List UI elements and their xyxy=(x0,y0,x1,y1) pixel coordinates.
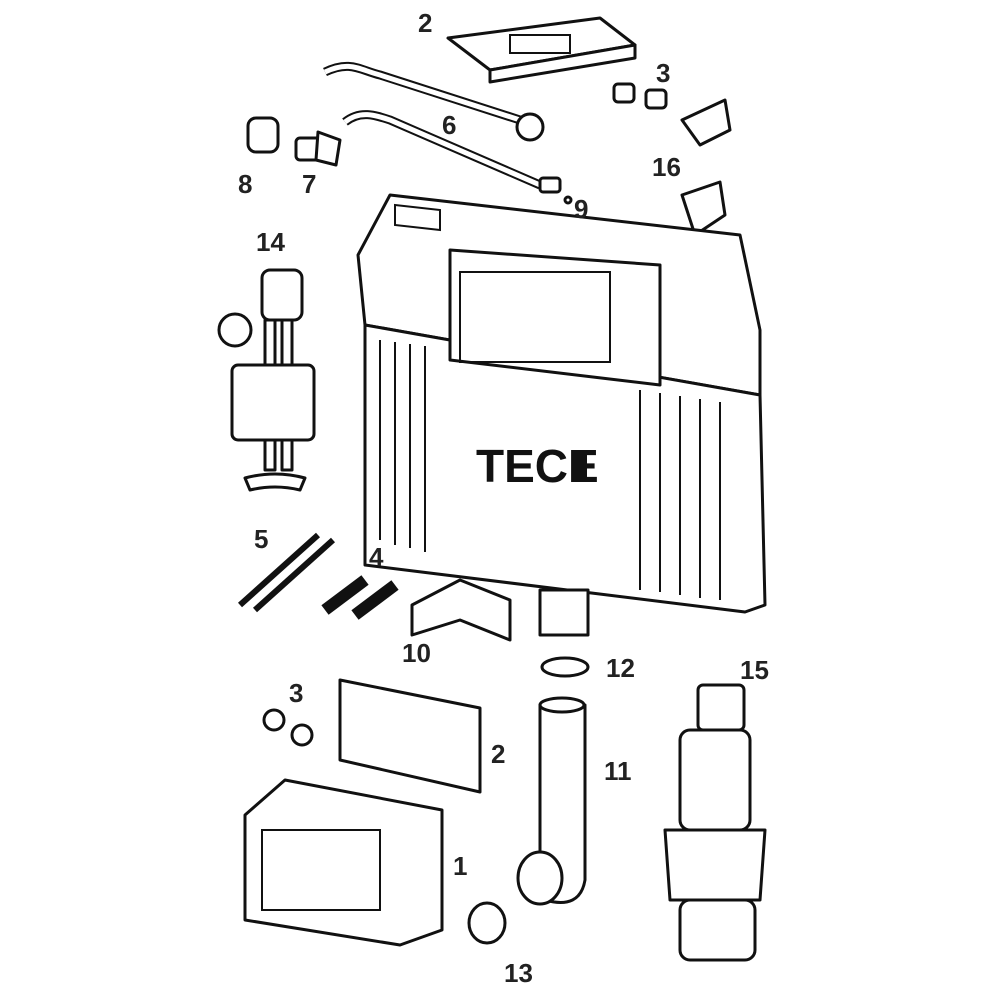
part-8 xyxy=(246,116,280,154)
callout-15: 15 xyxy=(740,655,769,685)
callout-8: 8 xyxy=(238,169,252,199)
callout-14: 14 xyxy=(256,227,285,257)
callout-5: 5 xyxy=(254,524,268,554)
callout-16: 16 xyxy=(652,152,681,182)
cistern: TECE xyxy=(356,193,767,637)
part-7 xyxy=(294,130,342,167)
callout-9: 9 xyxy=(574,194,588,224)
clips-bottom xyxy=(262,708,314,747)
callout-11: 11 xyxy=(604,756,632,786)
seal-12 xyxy=(540,656,590,678)
callout-3-bottom: 3 xyxy=(289,678,303,708)
callout-13: 13 xyxy=(504,958,533,988)
flush-pipe-11 xyxy=(516,696,587,906)
fill-valve-14 xyxy=(217,268,316,492)
callout-10: 10 xyxy=(402,638,431,668)
mounting-plate-bottom xyxy=(338,678,482,794)
flush-valve-15 xyxy=(663,683,767,962)
hoses xyxy=(323,61,573,205)
callout-labels: 2 3 6 16 8 7 9 14 5 4 10 12 15 3 2 11 1 … xyxy=(238,8,769,988)
callout-6: 6 xyxy=(442,110,456,140)
rods-5 xyxy=(237,532,336,613)
callout-1: 1 xyxy=(453,851,467,881)
plugs-4 xyxy=(321,575,399,620)
seal-13 xyxy=(467,901,507,945)
callout-12: 12 xyxy=(606,653,635,683)
bracket-10 xyxy=(410,578,512,642)
mounting-plate-top xyxy=(446,16,637,84)
callout-2-top: 2 xyxy=(418,8,432,38)
brand-logo: TECE xyxy=(476,440,599,492)
callout-2-bottom: 2 xyxy=(491,739,505,769)
callout-4: 4 xyxy=(369,542,384,572)
callout-7: 7 xyxy=(302,169,316,199)
clips-top xyxy=(612,82,668,110)
protection-box-1 xyxy=(243,778,444,947)
callout-3-top: 3 xyxy=(656,58,670,88)
brackets-16 xyxy=(680,98,732,237)
